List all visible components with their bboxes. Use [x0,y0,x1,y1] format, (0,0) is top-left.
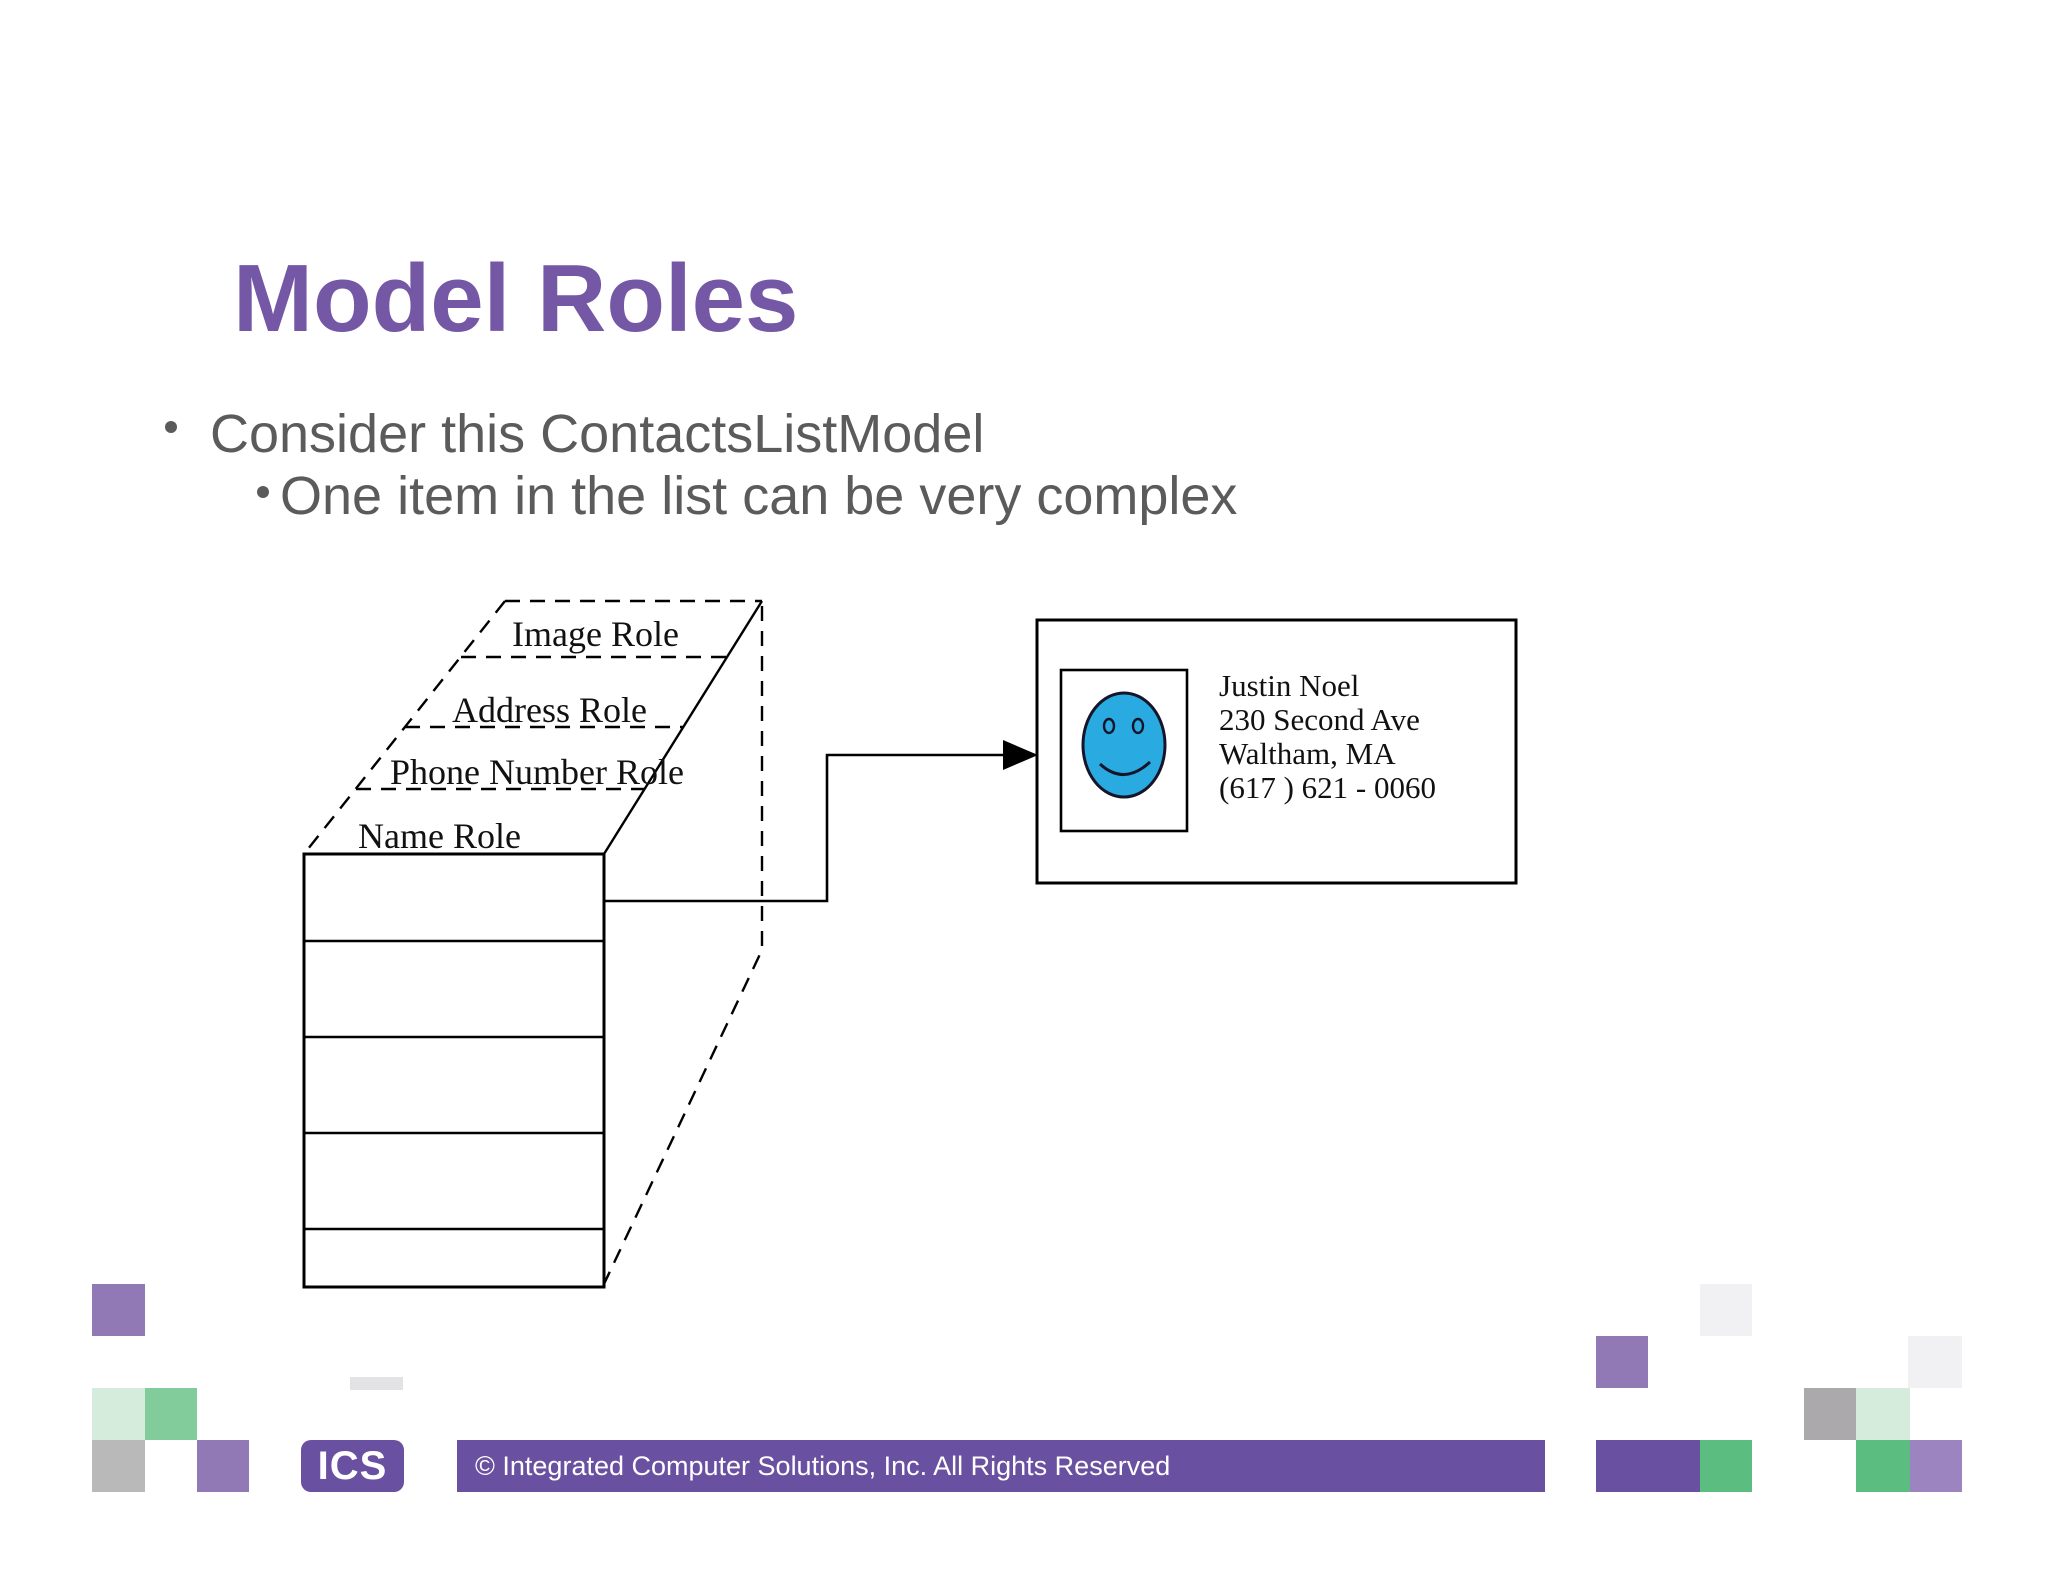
role-label-phone: Phone Number Role [390,752,684,792]
pixel-square [92,1440,145,1492]
pixel-square [1700,1284,1752,1336]
contact-phone: (617 ) 621 - 0060 [1219,770,1436,805]
pixel-square [92,1388,145,1440]
pixel-square [1856,1388,1910,1440]
role-label-name: Name Role [358,816,521,856]
hidden-edge [602,606,764,1285]
contact-address-line2: Waltham, MA [1219,736,1396,771]
bullet-dot [165,421,177,433]
bullet-dot [257,486,269,498]
pixel-square [1700,1440,1752,1492]
arrowhead-icon [1003,740,1038,770]
role-label-image: Image Role [512,614,679,654]
decor-gray-dash [350,1377,403,1390]
bullet-item-2: One item in the list can be very complex [280,466,1238,526]
contact-card: Justin Noel 230 Second Ave Waltham, MA (… [1035,618,1518,885]
pixel-square [92,1284,145,1336]
smiley-eye [1131,717,1145,735]
pixel-square [197,1440,249,1492]
contact-address-line1: 230 Second Ave [1219,702,1420,737]
pixel-square [1910,1440,1962,1492]
pixel-square [1596,1336,1648,1388]
smiley-mouth [1098,760,1152,776]
role-label-address: Address Role [452,690,647,730]
pixel-square [1856,1440,1910,1492]
pixel-square [1596,1440,1700,1492]
pixel-square [1804,1388,1856,1440]
page-title: Model Roles [233,245,799,352]
contact-name: Justin Noel [1219,668,1359,703]
roles-sheet [303,599,764,1285]
smiley-face-icon [1081,691,1167,799]
copyright-bar: © Integrated Computer Solutions, Inc. Al… [457,1440,1545,1492]
list-model-box [302,852,606,1289]
ics-logo: ICS [301,1440,404,1492]
item-to-card-arrow [604,740,1038,903]
ics-logo-text: ICS [317,1443,388,1488]
bullet-item-1: Consider this ContactsListModel [210,404,985,464]
copyright-text: © Integrated Computer Solutions, Inc. Al… [475,1450,1171,1481]
pixel-square [1908,1336,1962,1388]
smiley-eye [1102,717,1116,735]
pixel-square [145,1388,197,1440]
